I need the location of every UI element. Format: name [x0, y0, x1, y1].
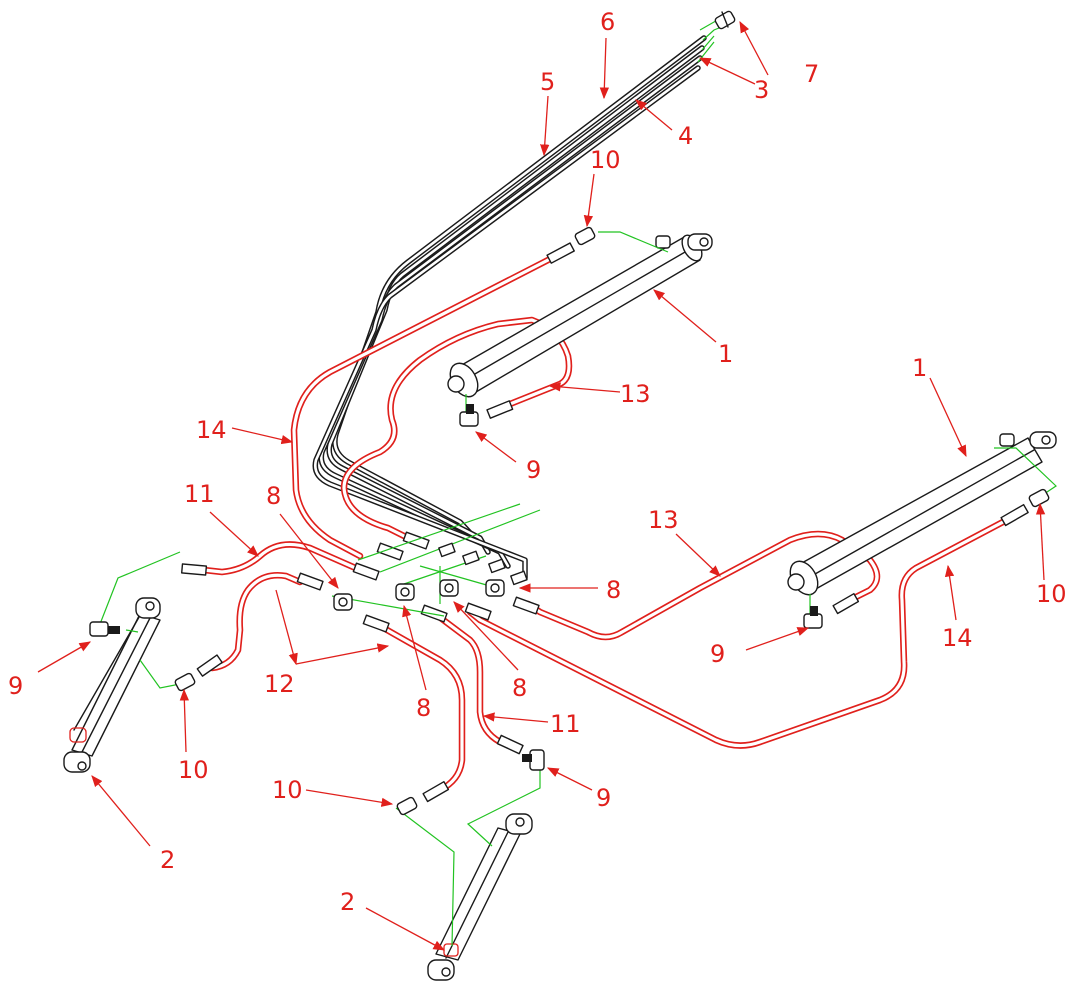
callout-14-left: 14	[196, 416, 227, 444]
elbow-9-lower	[522, 749, 545, 771]
tee-fitting-8b	[395, 583, 415, 601]
callout-8-bottom: 8	[416, 694, 431, 722]
cylinder-1-upper	[447, 226, 713, 427]
callout-10-lower: 10	[272, 776, 303, 804]
callout-2-left: 2	[160, 846, 175, 874]
elbow-9-right	[803, 606, 823, 629]
tee-fitting-8c	[439, 579, 459, 597]
callout-7: 7	[804, 60, 819, 88]
cylinder-2-lower	[395, 749, 545, 981]
hoses	[200, 254, 1022, 794]
callout-8-right: 8	[606, 576, 621, 604]
callout-4: 4	[678, 122, 693, 150]
callout-12: 12	[264, 670, 295, 698]
fitting-10-upper	[574, 226, 596, 246]
callout-9-left: 9	[8, 672, 23, 700]
callout-10-right: 10	[1036, 580, 1066, 608]
callout-9-lower: 9	[596, 784, 611, 812]
callout-labels: 7 3 4 5 6 10 1 13 9 14 11 8 1 13 8 10 14…	[8, 8, 1066, 916]
callout-6: 6	[600, 8, 615, 36]
callout-11-lower: 11	[550, 710, 581, 738]
callout-8-left: 8	[266, 482, 281, 510]
fitting-10-right	[1028, 488, 1050, 508]
callout-2-lower: 2	[340, 888, 355, 916]
steel-tube-bundle	[312, 10, 736, 581]
callout-11-left: 11	[184, 480, 215, 508]
callout-10-upper: 10	[590, 146, 621, 174]
callout-13-upper: 13	[620, 380, 651, 408]
hose-end-fittings	[180, 242, 1029, 803]
fitting-10-left	[174, 672, 196, 692]
callout-1-right: 1	[912, 354, 927, 382]
callout-3: 3	[754, 76, 769, 104]
fitting-10-lower	[396, 796, 418, 816]
elbow-9-upper	[459, 404, 479, 427]
manifold-tees	[331, 503, 541, 617]
callout-10-left: 10	[178, 756, 209, 784]
tee-fitting-8d	[485, 579, 505, 597]
cylinder-2-left	[63, 551, 196, 773]
fitting-item-7	[714, 10, 736, 30]
callout-5: 5	[540, 68, 555, 96]
tee-fitting-8a	[333, 593, 353, 611]
cylinder-1-right	[787, 431, 1057, 629]
callout-9-right: 9	[710, 640, 725, 668]
callout-13-right: 13	[648, 506, 679, 534]
callout-9-upper: 9	[526, 456, 541, 484]
callout-8-center: 8	[512, 674, 527, 702]
callout-1-upper: 1	[718, 340, 733, 368]
callout-14-right: 14	[942, 624, 973, 652]
elbow-9-left	[89, 621, 120, 637]
leader-arrows	[37, 20, 1046, 951]
